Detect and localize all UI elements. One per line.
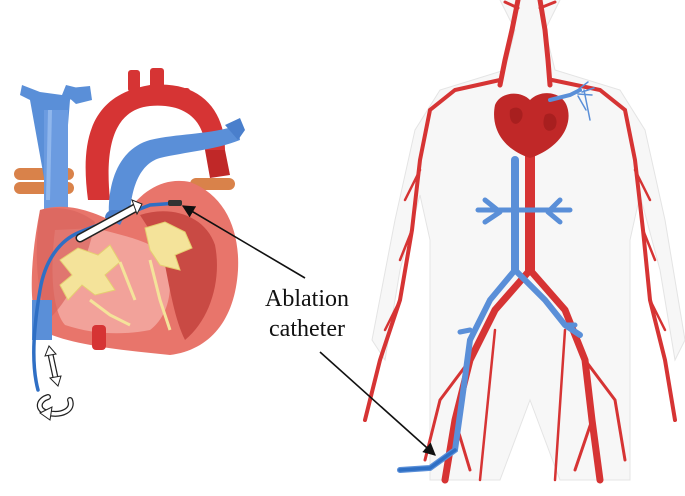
ablation-catheter-label: Ablation catheter [248,284,366,344]
heart-illustration [14,68,245,421]
vascular-system-illustration [363,0,685,484]
catheter-in-heart [32,199,182,392]
pointer-to-femoral-entry [319,351,436,456]
body-heart [494,93,569,158]
double-arrow-icon [44,345,62,387]
catheter-in-body [398,448,457,472]
heart-body [31,180,239,355]
vena-cava [20,85,92,210]
pointer-arrows [181,205,436,456]
label-line-2: catheter [269,316,345,342]
rotate-arrow-icon [36,394,74,421]
aortic-arch [85,68,230,200]
label-line-1: Ablation [265,286,349,312]
pointer-to-heart-tip [181,205,306,279]
